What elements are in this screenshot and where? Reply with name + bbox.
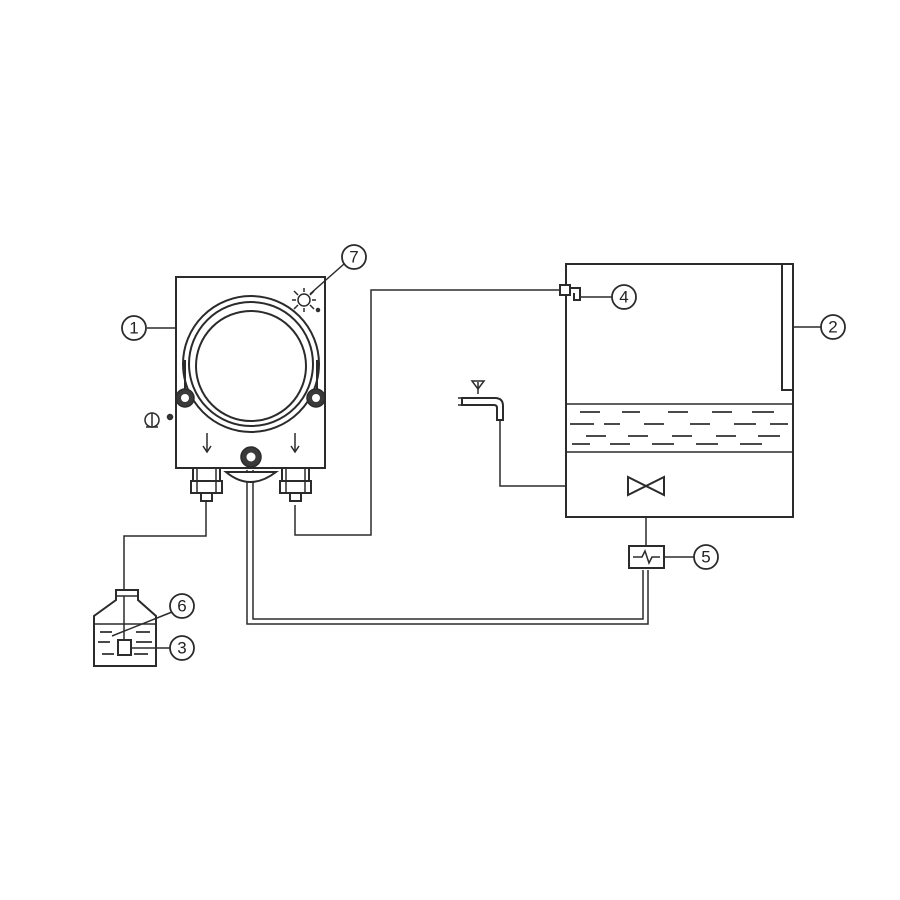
flow-arrow-right-icon bbox=[290, 433, 300, 454]
return-line-outer bbox=[246, 470, 649, 625]
callout-label-7: 7 bbox=[349, 248, 358, 267]
callouts: 1 2 3 4 5 6 bbox=[111, 244, 846, 661]
callout-6: 6 bbox=[169, 593, 195, 619]
flow-switch bbox=[628, 545, 665, 569]
callout-label-2: 2 bbox=[828, 318, 837, 337]
callout-7: 7 bbox=[341, 244, 367, 270]
callout-label-6: 6 bbox=[177, 597, 186, 616]
callout-4: 4 bbox=[611, 284, 637, 310]
faucet-icon bbox=[458, 380, 504, 421]
callout-leader-7 bbox=[309, 263, 345, 295]
tank bbox=[458, 263, 794, 518]
screw-left-icon bbox=[175, 388, 195, 408]
pump-rotor bbox=[195, 310, 307, 422]
fitting-left bbox=[190, 467, 223, 502]
water-dashes bbox=[570, 411, 788, 445]
pump-head-middle bbox=[188, 301, 314, 427]
tube-loop bbox=[223, 471, 279, 483]
callout-leader-6 bbox=[111, 611, 173, 637]
container-liquid-dashes bbox=[98, 631, 152, 655]
pump-head-outer bbox=[182, 295, 320, 433]
return-line-inner bbox=[252, 470, 644, 620]
ground-symbol-icon bbox=[144, 412, 174, 428]
injection-fitting-icon bbox=[559, 284, 581, 301]
fitting-right bbox=[279, 467, 312, 502]
foot-valve-icon bbox=[117, 639, 132, 656]
callout-label-5: 5 bbox=[701, 548, 710, 567]
callout-3: 3 bbox=[169, 635, 195, 661]
callout-5: 5 bbox=[693, 544, 719, 570]
callout-label-1: 1 bbox=[129, 319, 138, 338]
callout-1: 1 bbox=[121, 315, 147, 341]
callout-label-3: 3 bbox=[177, 639, 186, 658]
tank-wall bbox=[565, 263, 794, 518]
flow-switch-signal-icon bbox=[633, 549, 660, 565]
screw-right-icon bbox=[306, 388, 326, 408]
pump-body bbox=[144, 276, 326, 502]
indicator-lamp-icon bbox=[292, 288, 321, 313]
flow-arrow-left-icon bbox=[202, 433, 212, 454]
tank-level-gauge bbox=[781, 263, 794, 391]
container-bottle bbox=[93, 589, 157, 667]
suction-line bbox=[123, 498, 207, 590]
chemical-container bbox=[93, 589, 157, 667]
screw-bottom-icon bbox=[240, 446, 262, 468]
callout-label-4: 4 bbox=[619, 288, 628, 307]
pump-housing bbox=[175, 276, 326, 469]
discharge-line bbox=[294, 289, 560, 536]
callout-2: 2 bbox=[820, 314, 846, 340]
valve-icon bbox=[627, 475, 665, 497]
